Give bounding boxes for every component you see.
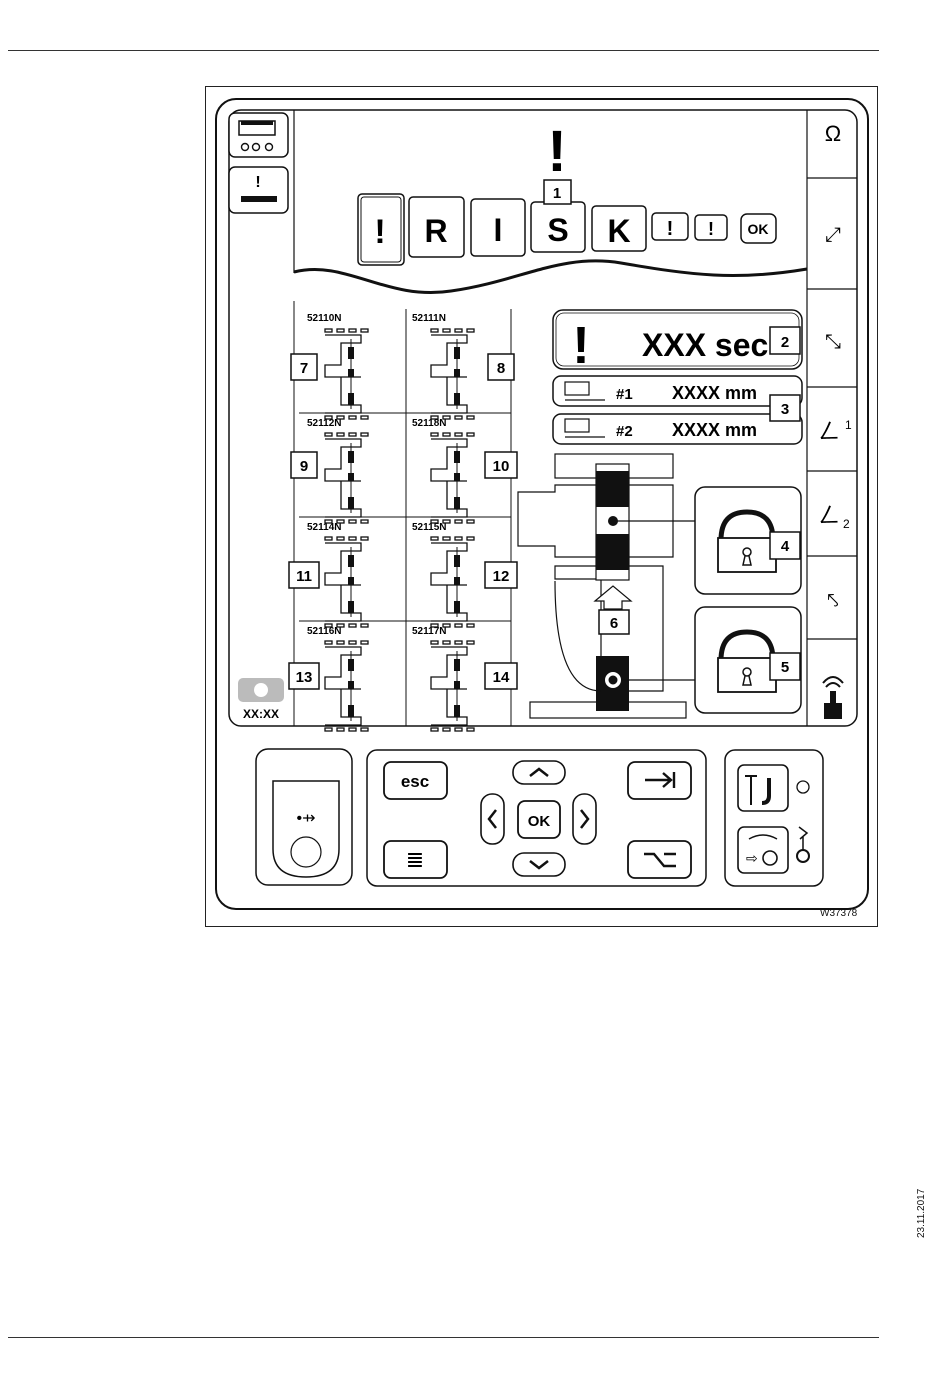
telescope-icon[interactable]: ⤢ — [825, 224, 841, 246]
svg-text:K: K — [607, 213, 630, 249]
hook-up-button[interactable] — [738, 765, 788, 811]
svg-text:⤢: ⤢ — [825, 224, 841, 246]
code-52116N: 52116N — [307, 626, 341, 637]
boom-icon[interactable]: ⤡ — [825, 331, 841, 353]
svg-text:S: S — [547, 212, 568, 248]
alt-function-button[interactable] — [628, 841, 691, 878]
callout-13: 13 — [296, 669, 313, 686]
length-row-1: #1 XXXX mm — [553, 376, 802, 406]
countdown-text: XXX sec — [642, 327, 768, 363]
svg-text:2: 2 — [843, 517, 850, 531]
down-button[interactable] — [513, 853, 565, 876]
svg-text:⤣: ⤣ — [827, 590, 838, 612]
callout-1: 1 — [553, 185, 561, 202]
callout-3: 3 — [781, 401, 789, 418]
code-52115N: 52115N — [412, 522, 446, 533]
sim-card-icon — [238, 678, 284, 702]
esc-button[interactable]: esc — [384, 762, 447, 799]
page-date: 23.11.2017 — [916, 1198, 927, 1238]
svg-text:1: 1 — [845, 418, 852, 432]
svg-text:ㄥ: ㄥ — [818, 503, 840, 528]
svg-text:ㄥ: ㄥ — [818, 419, 840, 444]
svg-text:R: R — [424, 213, 447, 249]
slew-button[interactable]: ⇨ — [738, 827, 788, 873]
up-button[interactable] — [513, 761, 565, 784]
svg-text:I: I — [494, 212, 503, 248]
svg-text:Ω: Ω — [825, 121, 841, 146]
svg-text:⤡: ⤡ — [825, 331, 841, 353]
svg-text:!: ! — [708, 219, 714, 239]
callout-10: 10 — [493, 458, 510, 475]
crane-truck-icon[interactable] — [229, 113, 288, 157]
alert-exclamation: ! — [547, 119, 566, 184]
svg-text:OK: OK — [748, 221, 769, 237]
callout-11: 11 — [296, 568, 312, 585]
callout-9: 9 — [300, 458, 308, 475]
svg-text:XXXX mm: XXXX mm — [672, 420, 757, 440]
code-52114N: 52114N — [307, 522, 341, 533]
tab-button[interactable] — [628, 762, 691, 799]
callout-2: 2 — [781, 334, 789, 351]
bottom-rule — [8, 1337, 879, 1338]
callout-8: 8 — [497, 360, 505, 377]
countdown-warning: ! — [572, 317, 589, 375]
slewing-icon[interactable]: Ω — [825, 121, 841, 146]
svg-text:!: ! — [667, 218, 674, 240]
warning-light-icon[interactable]: ! — [229, 167, 288, 213]
figure-id: W37378 — [820, 908, 857, 919]
callout-5: 5 — [781, 659, 789, 676]
svg-text:≣: ≣ — [406, 847, 424, 872]
svg-text:!: ! — [255, 174, 260, 191]
svg-text:!: ! — [374, 213, 385, 251]
usb-icon: •⇸ — [296, 810, 315, 827]
callout-7: 7 — [300, 360, 308, 377]
svg-text:⇨: ⇨ — [746, 850, 758, 866]
callout-14: 14 — [493, 669, 510, 686]
svg-text:esc: esc — [401, 772, 429, 791]
code-52110N: 52110N — [307, 313, 341, 324]
code-52112N: 52112N — [307, 418, 341, 429]
clock-display: XX:XX — [243, 707, 279, 721]
svg-text:#1: #1 — [616, 386, 633, 403]
code-52117N: 52117N — [412, 626, 446, 637]
left-button[interactable] — [481, 794, 504, 844]
usb-port[interactable]: •⇸ — [256, 749, 352, 885]
menu-button[interactable]: ≣ — [384, 841, 447, 878]
code-52111N: 52111N — [412, 313, 446, 324]
right-button[interactable] — [573, 794, 596, 844]
code-52118N: 52118N — [412, 418, 446, 429]
top-rule — [8, 50, 879, 51]
ok-button[interactable]: OK — [518, 801, 560, 838]
length-row-2: #2 XXXX mm — [553, 414, 802, 444]
callout-4: 4 — [781, 538, 790, 555]
svg-text:OK: OK — [528, 813, 551, 830]
callout-12: 12 — [493, 568, 510, 585]
callout-6: 6 — [610, 615, 618, 632]
luffing-icon[interactable]: ⤣ — [827, 590, 838, 612]
svg-text:XXXX mm: XXXX mm — [672, 383, 757, 403]
svg-text:#2: #2 — [616, 423, 633, 440]
